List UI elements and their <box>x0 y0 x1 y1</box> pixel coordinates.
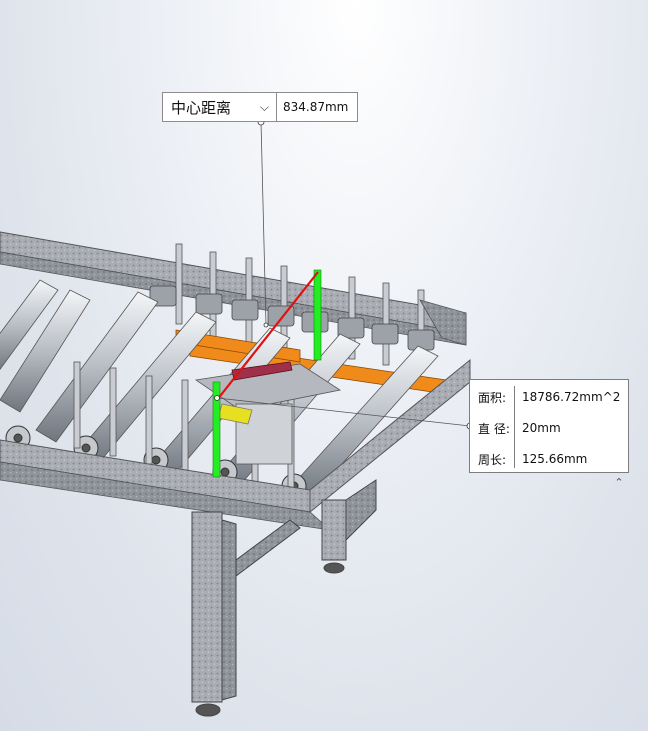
measure-callout[interactable]: 中心距离 ⌵ 834.87mm <box>162 92 358 122</box>
measure-value: 834.87mm <box>283 100 349 114</box>
property-row-perimeter: 周长: 125.66mm <box>470 445 628 473</box>
property-row-area: 面积: 18786.72mm^2 <box>470 383 628 411</box>
property-row-diameter: 直 径: 20mm <box>470 414 628 442</box>
property-label: 面积: <box>478 390 507 405</box>
measure-mode-select[interactable]: 中心距离 ⌵ <box>163 93 277 121</box>
property-label: 周长: <box>478 452 507 467</box>
property-label: 直 径: <box>478 421 510 436</box>
property-value: 18786.72mm^2 <box>522 390 621 404</box>
property-value: 125.66mm <box>522 452 588 466</box>
support-legs <box>191 479 377 717</box>
properties-callout: 面积: 18786.72mm^2 直 径: 20mm 周长: 125.66mm <box>469 379 629 473</box>
property-value: 20mm <box>522 421 561 435</box>
front-frame-rail <box>0 299 471 531</box>
properties-divider <box>514 386 515 468</box>
measure-mode-label: 中心距离 <box>171 98 232 117</box>
chevron-up-icon[interactable]: ⌃ <box>614 476 624 489</box>
center-mechanism <box>194 361 342 465</box>
chevron-down-icon[interactable]: ⌵ <box>259 99 269 114</box>
